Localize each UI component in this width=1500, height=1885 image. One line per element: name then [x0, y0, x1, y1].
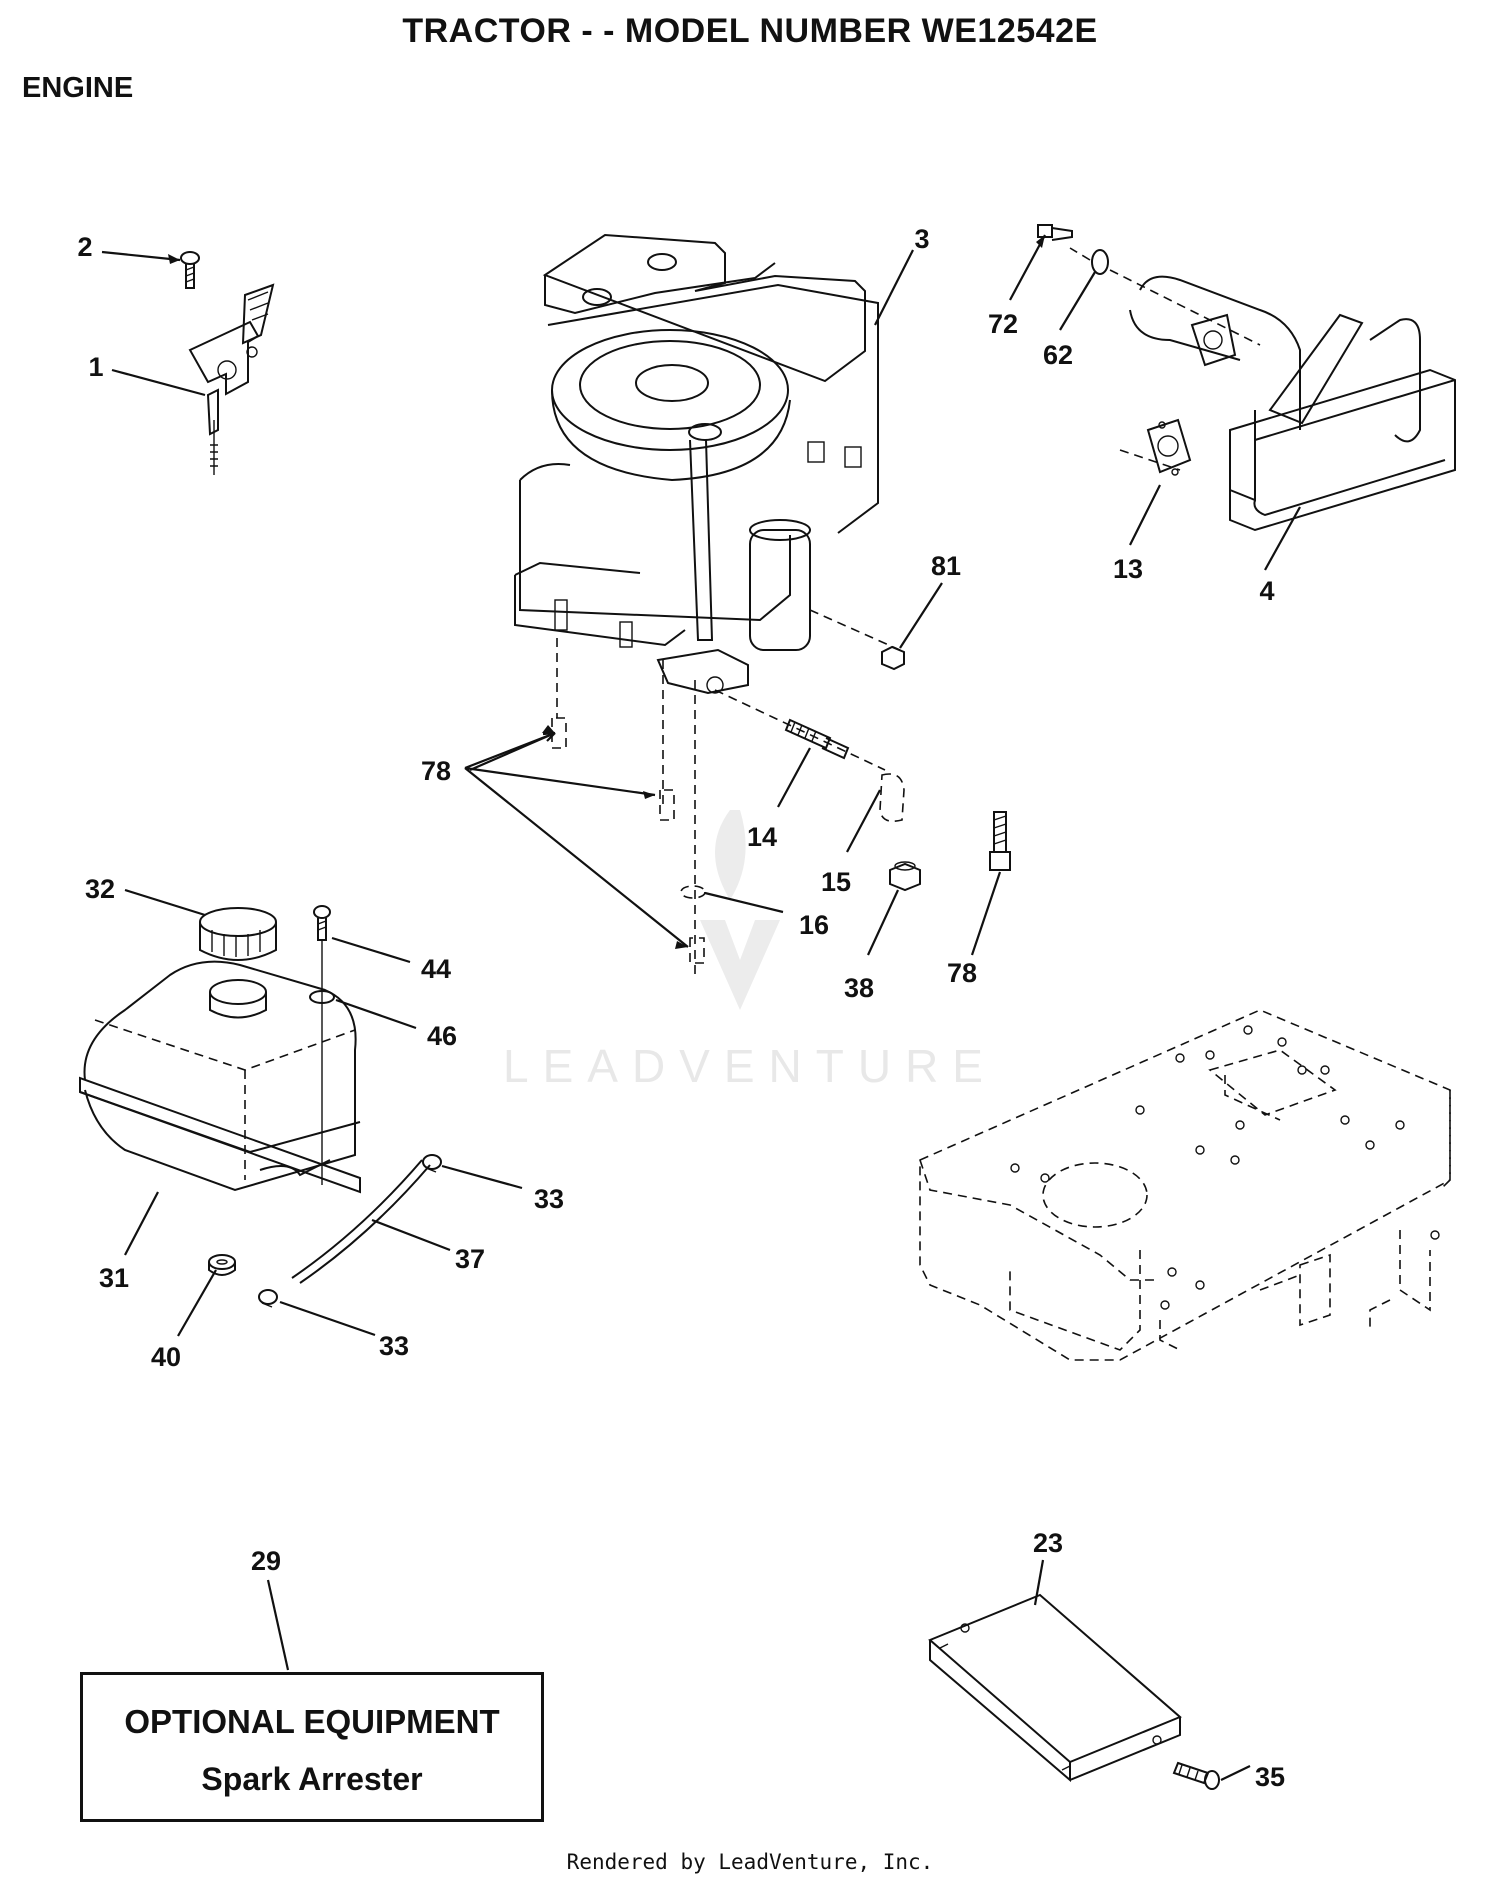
- callout-16: 16: [799, 910, 829, 940]
- callout-1: 1: [88, 352, 103, 382]
- callout-4: 4: [1259, 576, 1274, 606]
- callout-44: 44: [421, 954, 451, 984]
- frame-holes: [1010, 1025, 1440, 1310]
- lock-washer-part-62[interactable]: [1091, 249, 1109, 275]
- callout-numbers: 2 1 3 72 62 13 4 81 78 14 15 16 38 78 32…: [77, 224, 1285, 1792]
- callout-33-bottom: 33: [379, 1331, 409, 1361]
- callout-78: 78: [947, 958, 977, 988]
- section-title: ENGINE: [22, 72, 134, 104]
- screw-part-44[interactable]: [313, 905, 331, 1185]
- clamp-part-33-bottom[interactable]: [258, 1289, 278, 1308]
- callout-32: 32: [85, 874, 115, 904]
- grommet-part-40[interactable]: [208, 1254, 236, 1276]
- gasket-part-13[interactable]: [1146, 418, 1192, 476]
- callout-15: 15: [821, 867, 851, 897]
- screw-part-2[interactable]: [180, 251, 200, 289]
- washer-part-16[interactable]: [680, 885, 706, 899]
- muffler-part[interactable]: [1129, 275, 1456, 532]
- callout-33-top: 33: [534, 1184, 564, 1214]
- watermark-logo: [700, 810, 780, 1010]
- callout-3: 3: [914, 224, 929, 254]
- callout-23: 23: [1033, 1528, 1063, 1558]
- fuel-tank-part-31[interactable]: [79, 960, 361, 1194]
- watermark-text: LEADVENTURE: [503, 1040, 997, 1092]
- optional-equipment-box: OPTIONAL EQUIPMENT Spark Arrester: [80, 1672, 544, 1822]
- tractor-frame-reference: [919, 1009, 1451, 1361]
- bolt-part-78-engine[interactable]: [551, 717, 705, 964]
- callout-46: 46: [427, 1021, 457, 1051]
- callout-29: 29: [251, 1546, 281, 1576]
- nut-part-81[interactable]: [881, 645, 905, 671]
- throttle-control-part[interactable]: [188, 283, 275, 475]
- engine-part[interactable]: [514, 233, 879, 695]
- callout-14: 14: [747, 822, 777, 852]
- callout-40: 40: [151, 1342, 181, 1372]
- spark-arrester-shield-part-23[interactable]: [928, 1593, 1182, 1783]
- footer-credit: Rendered by LeadVenture, Inc.: [566, 1850, 934, 1874]
- fuel-cap-part-32[interactable]: [199, 907, 277, 961]
- washer-part-46[interactable]: [309, 990, 335, 1004]
- leader-lines: [101, 234, 1301, 1781]
- fitting-part-14[interactable]: [784, 718, 850, 760]
- fuel-line-part-37[interactable]: [291, 1159, 431, 1284]
- callout-2: 2: [77, 232, 92, 262]
- optional-equipment-title: OPTIONAL EQUIPMENT: [124, 1703, 500, 1740]
- screw-part-35[interactable]: [1172, 1761, 1220, 1790]
- nut-part-38[interactable]: [889, 861, 921, 892]
- callout-35: 35: [1255, 1762, 1285, 1792]
- callout-13: 13: [1113, 554, 1143, 584]
- spark-arrester-label: Spark Arrester: [201, 1761, 423, 1797]
- callout-62: 62: [1043, 340, 1073, 370]
- page-title: TRACTOR - - MODEL NUMBER WE12542E: [402, 12, 1098, 50]
- callout-78-engine: 78: [421, 756, 451, 786]
- callout-31: 31: [99, 1263, 129, 1293]
- hose-part-15[interactable]: [879, 773, 905, 823]
- callout-81: 81: [931, 551, 961, 581]
- clamp-part-33-top[interactable]: [422, 1154, 442, 1173]
- watermark: LEADVENTURE: [503, 810, 997, 1092]
- arrowheads: [168, 235, 1045, 949]
- callout-72: 72: [988, 309, 1018, 339]
- callout-38: 38: [844, 973, 874, 1003]
- bolt-part-78[interactable]: [989, 811, 1011, 871]
- callout-37: 37: [455, 1244, 485, 1274]
